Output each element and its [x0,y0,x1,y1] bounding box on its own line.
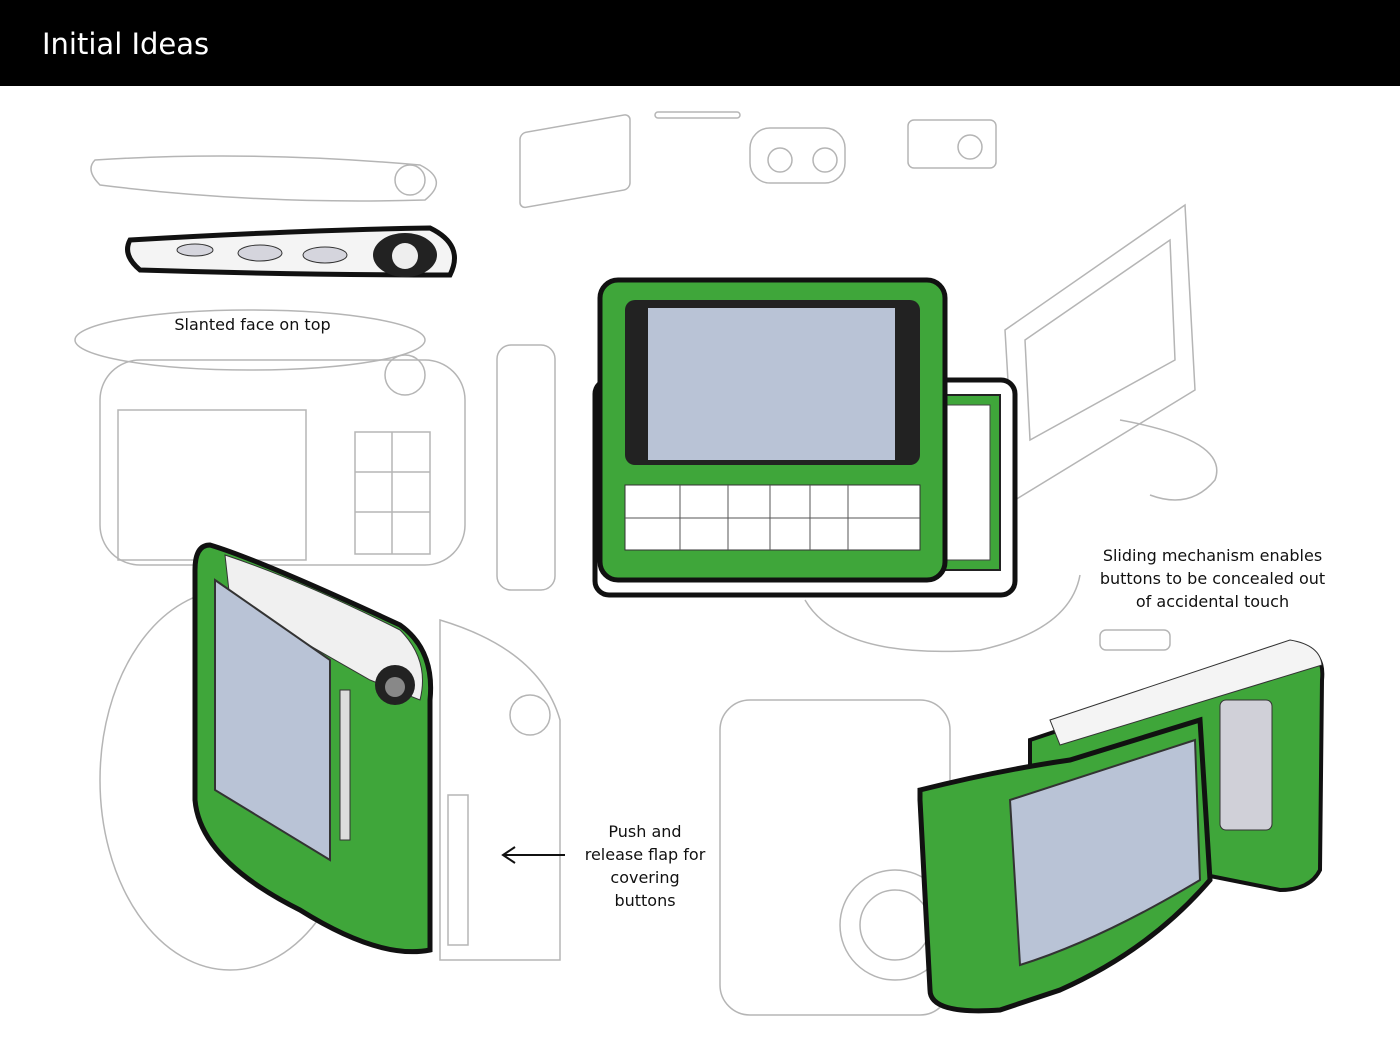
annotation-flap: Push and release flap for covering butto… [570,820,720,912]
annotation-line: covering [610,868,680,887]
header-bar: Initial Ideas [0,0,1400,86]
annotation-sliding: Sliding mechanism enables buttons to be … [1090,544,1335,613]
slanted-top-device [125,225,457,278]
annotation-line: buttons to be concealed out [1099,569,1326,588]
annotation-line: of accidental touch [1135,592,1290,611]
horizontal-device-right [917,639,1325,1014]
annotation-text: Slanted face on top [174,315,331,334]
vertical-device-left [192,542,434,955]
sketch-drawing [74,111,1325,1016]
annotation-line: buttons [614,891,676,910]
sliding-device-center [592,277,1018,598]
annotation-line: release flap for [584,845,706,864]
annotation-line: Sliding mechanism enables [1102,546,1323,565]
slide-title: Initial Ideas [42,27,210,61]
annotation-line: Push and [608,822,682,841]
annotation-slanted: Slanted face on top [160,313,345,336]
arrow-left-icon [501,846,565,864]
